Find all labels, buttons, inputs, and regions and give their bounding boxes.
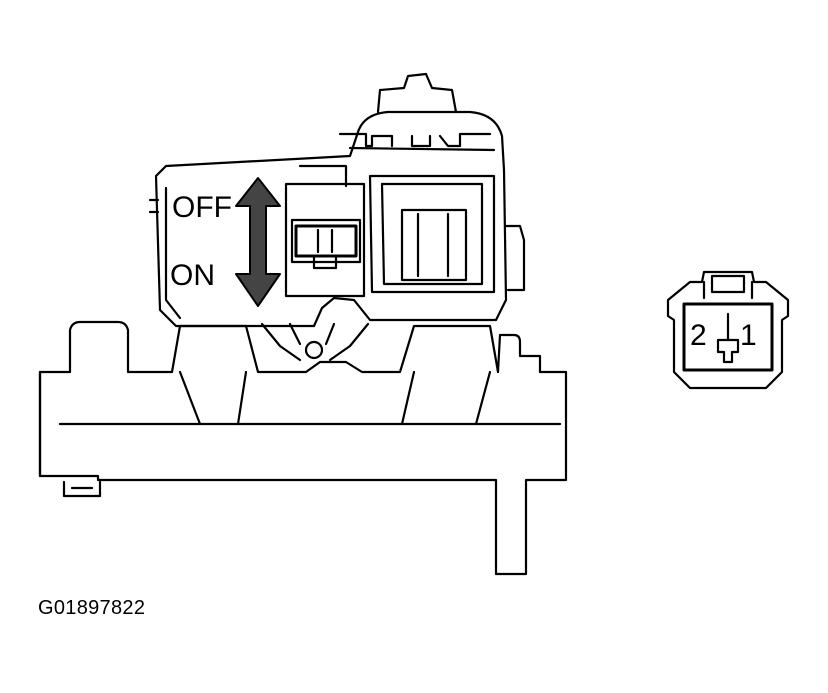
master-cylinder-body bbox=[38, 320, 568, 576]
off-on-arrow bbox=[235, 177, 281, 307]
connector bbox=[666, 270, 790, 390]
figure-code: G01897822 bbox=[38, 597, 146, 619]
connector-pin-2-label: 2 bbox=[690, 319, 707, 352]
off-label: OFF bbox=[172, 191, 232, 224]
connector-pin-1-label: 1 bbox=[740, 319, 757, 352]
on-label: ON bbox=[170, 259, 215, 292]
reservoir bbox=[148, 72, 526, 362]
